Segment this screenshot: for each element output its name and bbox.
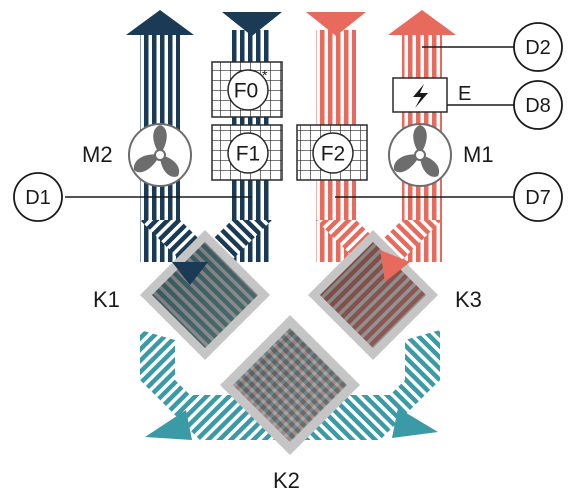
filter-f2-label: F2 — [321, 143, 346, 166]
fan-m2 — [128, 123, 192, 187]
fan-m1 — [388, 123, 452, 187]
arrow-down-icon — [222, 12, 282, 36]
filter-f1: F1 — [211, 124, 283, 181]
exchanger-k3-label: K3 — [455, 287, 482, 312]
arrow-left-teal-icon — [145, 410, 192, 440]
exchanger-k2 — [220, 315, 360, 455]
callout-d7-label: D7 — [525, 187, 551, 209]
heater-e — [392, 77, 448, 113]
callout-d2: D2 — [513, 22, 563, 72]
fan-m1-label: M1 — [463, 142, 494, 167]
fan-icon — [133, 125, 180, 177]
callout-d7: D7 — [513, 172, 563, 222]
heater-label: E — [458, 83, 471, 105]
arrow-up-icon — [126, 10, 194, 35]
exchanger-k1-label: K1 — [93, 287, 120, 312]
callout-d8: D8 — [513, 80, 563, 130]
fan-m2-label: M2 — [82, 142, 113, 167]
callout-d1: D1 — [13, 172, 63, 222]
callout-d1-label: D1 — [25, 187, 51, 209]
exchanger-k2-label: K2 — [273, 468, 300, 493]
fan-icon — [393, 125, 440, 177]
arrow-up-icon — [388, 10, 456, 35]
filter-f0: F0 * — [211, 61, 283, 118]
filter-f0-mark: * — [262, 67, 268, 83]
callout-d2-label: D2 — [525, 37, 551, 59]
filter-f2: F2 — [296, 124, 368, 181]
filter-f0-label: F0 — [234, 80, 259, 103]
exchanger-k3 — [308, 230, 438, 360]
arrow-right-teal-icon — [392, 408, 438, 438]
filter-f1-label: F1 — [236, 143, 261, 166]
arrow-down-icon — [306, 12, 366, 36]
callout-d8-label: D8 — [525, 95, 551, 117]
exchanger-k1 — [140, 230, 270, 360]
lightning-icon — [413, 84, 428, 108]
